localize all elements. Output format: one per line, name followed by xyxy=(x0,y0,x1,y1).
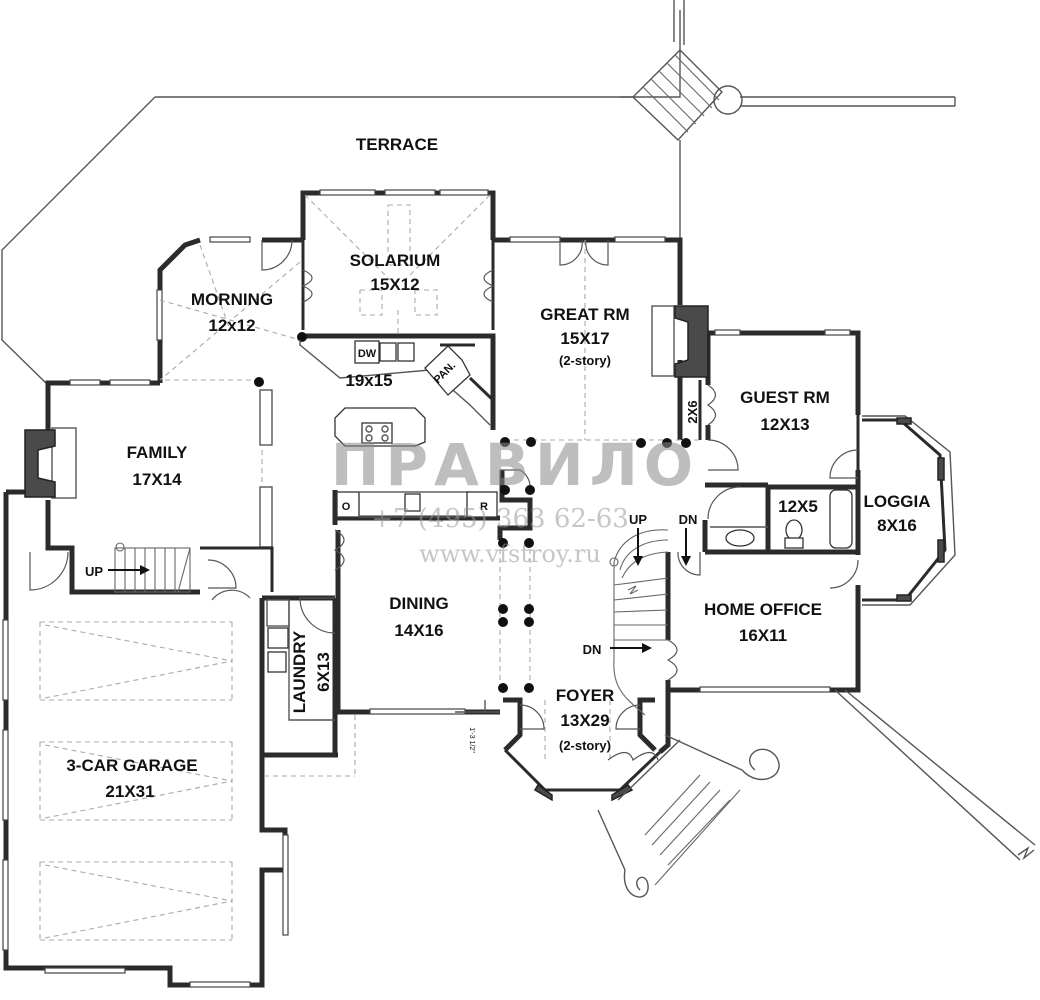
morning-label: MORNING xyxy=(191,290,273,309)
dishwasher-label: DW xyxy=(358,348,377,360)
oven-label: O xyxy=(342,501,351,513)
dimension-annotation: 1'-3 1/2" xyxy=(455,700,500,753)
toilet-icon xyxy=(785,519,803,541)
column xyxy=(254,377,264,387)
dining-label: DINING xyxy=(389,594,449,613)
garage-label: 3-CAR GARAGE xyxy=(66,756,197,775)
sink-icon xyxy=(397,342,415,362)
pantry-icon xyxy=(424,345,471,396)
exterior-walls xyxy=(3,190,861,988)
column xyxy=(525,485,535,495)
utility-sink-icon xyxy=(267,651,287,673)
doors xyxy=(29,239,859,761)
terrace-label: TERRACE xyxy=(356,135,438,154)
sink-icon xyxy=(379,342,397,362)
great-rm-fireplace-icon xyxy=(651,305,709,378)
column xyxy=(681,438,691,448)
dimension-label: 1'-3 1/2" xyxy=(468,727,475,753)
foyer-note: (2-story) xyxy=(559,738,611,753)
column xyxy=(498,538,508,548)
stair-labels: UP UP DN DN xyxy=(85,512,697,657)
terrace-outline xyxy=(1,0,956,386)
windows xyxy=(2,189,851,988)
home-office-label: HOME OFFICE xyxy=(704,600,822,619)
cooktop-icon xyxy=(361,422,393,444)
foyer-size: 13X29 xyxy=(560,711,609,730)
fireplaces xyxy=(24,305,709,499)
column xyxy=(500,437,510,447)
terrace-stair xyxy=(620,49,743,141)
great-rm-label: GREAT RM xyxy=(540,305,629,324)
toilet-tank-icon xyxy=(784,537,804,549)
column xyxy=(524,538,534,548)
stair-arrows xyxy=(108,528,691,653)
loggia-size: 8X16 xyxy=(877,516,917,535)
column xyxy=(297,332,307,342)
watermark-logo: ПРАВИЛО xyxy=(331,431,699,499)
kitchen-size: 19x15 xyxy=(345,371,392,390)
column xyxy=(526,437,536,447)
column xyxy=(524,604,534,614)
garage-size: 21X31 xyxy=(105,782,154,801)
home-office-size: 16X11 xyxy=(739,626,787,645)
column xyxy=(498,604,508,614)
solarium-label: SOLARIUM xyxy=(350,251,441,270)
kitchen-sink-icon xyxy=(404,493,421,512)
solarium-size: 15X12 xyxy=(370,275,419,294)
front-entry-stair xyxy=(597,734,780,898)
guest-rm-size: 12X13 xyxy=(760,415,809,434)
column xyxy=(524,683,534,693)
laundry-label: LAUNDRY xyxy=(290,630,309,713)
refrigerator-icon xyxy=(466,491,498,518)
watermark: ПРАВИЛО +7 (495) 363 62-63 www.vfstroy.r… xyxy=(331,431,699,568)
office-stair-dn-label: DN xyxy=(583,642,602,657)
washer-icon xyxy=(267,627,289,649)
dishwasher-icon xyxy=(354,340,380,364)
bath-fixtures xyxy=(710,489,853,549)
laundry-size: 6X13 xyxy=(314,652,333,692)
foyer-stair-dn-label: DN xyxy=(679,512,698,527)
column xyxy=(500,485,510,495)
vanity-sink-icon xyxy=(725,529,755,547)
room-labels: TERRACE SOLARIUM 15X12 MORNING 12x12 19x… xyxy=(66,135,930,801)
foyer-stair-up-label: UP xyxy=(629,512,647,527)
watermark-phone: +7 (495) 363 62-63 xyxy=(371,504,629,534)
bathtub-icon xyxy=(829,489,853,549)
great-rm-note: (2-story) xyxy=(559,353,611,368)
laundry-fixtures xyxy=(266,599,335,721)
morning-size: 12x12 xyxy=(208,316,255,335)
column xyxy=(662,438,672,448)
column xyxy=(524,617,534,627)
family-fireplace-icon xyxy=(24,427,77,499)
family-label: FAMILY xyxy=(127,443,188,462)
watermark-url: www.vfstroy.ru xyxy=(419,540,601,568)
family-size: 17X14 xyxy=(132,470,182,489)
foyer-bay xyxy=(533,783,634,802)
family-stair-up-label: UP xyxy=(85,564,103,579)
great-rm-size: 15X17 xyxy=(560,329,609,348)
loggia-walls xyxy=(862,415,956,606)
foyer-label: FOYER xyxy=(556,686,615,705)
guest-rm-label: GUEST RM xyxy=(740,388,830,407)
bath-size: 12X5 xyxy=(778,497,818,516)
dining-size: 14X16 xyxy=(394,621,443,640)
loggia-label: LOGGIA xyxy=(863,492,930,511)
ceiling-lines xyxy=(39,194,700,941)
family-stair xyxy=(114,542,191,593)
right-walkway xyxy=(834,689,1036,861)
columns xyxy=(254,332,691,693)
column xyxy=(498,617,508,627)
refrigerator-label: R xyxy=(480,501,488,513)
kitchen xyxy=(299,340,498,518)
column xyxy=(636,438,646,448)
column xyxy=(498,683,508,693)
closet-size: 2X6 xyxy=(685,400,700,423)
